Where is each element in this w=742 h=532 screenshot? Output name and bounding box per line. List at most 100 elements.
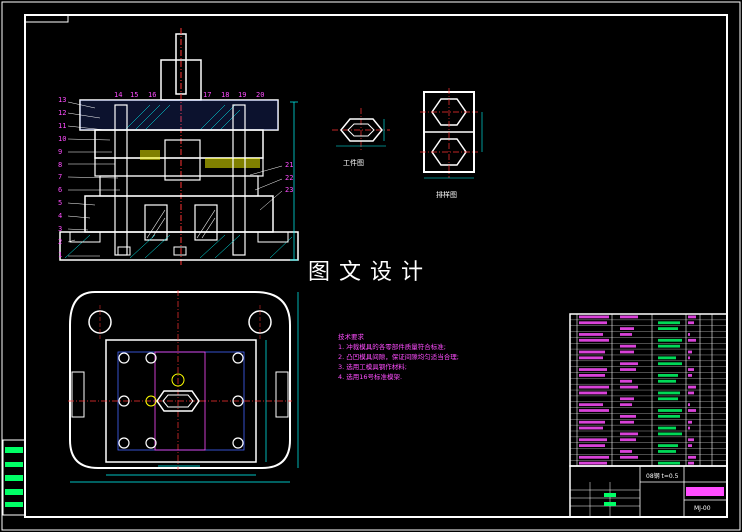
bom-cell-text bbox=[688, 455, 696, 459]
bom-cell-text bbox=[658, 391, 680, 395]
bom-cell-text bbox=[579, 420, 605, 424]
bom-cell-text bbox=[658, 450, 676, 453]
bom-cell-text bbox=[658, 344, 680, 348]
material-spec: 08钢 t=0.5 bbox=[646, 473, 679, 480]
bom-cell-text bbox=[658, 321, 680, 325]
callout-label: 10 bbox=[58, 134, 67, 143]
callout-label: 22 bbox=[285, 173, 294, 182]
drawing-number: MJ-00 bbox=[694, 505, 711, 512]
callout-label: 12 bbox=[58, 108, 67, 117]
notes-item: 1. 冲裁模具的各零部件质量符合标准; bbox=[338, 343, 446, 351]
bom-cell-text bbox=[620, 438, 636, 442]
bom-cell-text bbox=[688, 374, 692, 377]
bom-cell-text bbox=[620, 403, 632, 407]
bom-cell-text bbox=[579, 444, 605, 447]
technical-notes: 技术要求 1. 冲裁模具的各零部件质量符合标准; 2. 凸凹模具间隙，保证间隙均… bbox=[338, 332, 459, 382]
callout-label: 19 bbox=[238, 91, 247, 99]
bom-cell-text bbox=[688, 391, 694, 395]
bom-cell-text bbox=[688, 403, 690, 407]
bom-cell-text bbox=[688, 438, 694, 442]
bom-cell-text bbox=[620, 350, 634, 354]
bom-cell-text bbox=[620, 385, 638, 389]
callout-label: 18 bbox=[221, 91, 230, 99]
bom-cell-text bbox=[579, 333, 603, 336]
notes-item: 3. 选用工模具钢作材料; bbox=[338, 363, 407, 371]
bom-cell-text bbox=[688, 409, 696, 412]
callout-label: 21 bbox=[285, 161, 294, 169]
bom-cell-text bbox=[688, 315, 696, 319]
bom-cell-text bbox=[579, 338, 609, 342]
bom-cell-text bbox=[579, 350, 605, 354]
bom-cell-text bbox=[658, 362, 682, 366]
callout-label: 5 bbox=[58, 199, 63, 208]
bom-cell-text bbox=[688, 420, 692, 424]
callout-label: 13 bbox=[58, 96, 67, 104]
bom-cell-text bbox=[579, 368, 607, 371]
callout-label: 17 bbox=[203, 91, 212, 99]
bom-cell-text bbox=[658, 374, 678, 377]
bom-cell-text bbox=[579, 455, 609, 459]
callout-label: 2 bbox=[58, 237, 63, 246]
notes-item: 2. 凸凹模具间隙，保证间隙均匀适当合理; bbox=[338, 353, 459, 361]
part-view-label: 工件图 bbox=[343, 159, 364, 167]
bom-cell-text bbox=[620, 450, 632, 453]
callout-label: 16 bbox=[148, 91, 157, 99]
bom-cell-text bbox=[658, 327, 678, 330]
bom-cell-text bbox=[620, 315, 638, 319]
callout-label: 20 bbox=[256, 91, 265, 99]
callout-label: 7 bbox=[58, 173, 63, 182]
bom-cell-text bbox=[658, 444, 678, 447]
bom-cell-text bbox=[658, 426, 676, 430]
bom-cell-text bbox=[658, 397, 678, 401]
bom-cell-text bbox=[658, 356, 676, 360]
section-view bbox=[59, 28, 299, 265]
bom-cell-text bbox=[579, 385, 609, 389]
bom-cell-text bbox=[688, 338, 696, 342]
bom-cell-text bbox=[620, 333, 632, 336]
bom-cell-text bbox=[579, 426, 603, 430]
bom-cell-text bbox=[658, 461, 680, 465]
bom-cell-text bbox=[658, 338, 682, 342]
strip-layout-view bbox=[420, 88, 483, 179]
callout-label: 9 bbox=[58, 147, 63, 156]
bom-cell-text bbox=[658, 409, 682, 412]
bom-cell-text bbox=[688, 461, 694, 465]
bom-cell-text bbox=[688, 356, 690, 360]
bom-cell-text bbox=[579, 374, 605, 377]
bom-cell-text bbox=[579, 356, 603, 360]
layout-view-label: 排样图 bbox=[436, 191, 457, 199]
callout-label: 1 bbox=[58, 250, 63, 259]
bom-cell-text bbox=[658, 379, 676, 383]
callout-label: 3 bbox=[58, 225, 63, 233]
bom-cell-text bbox=[620, 362, 638, 366]
bom-cell-text bbox=[620, 379, 632, 383]
bom-cell-text bbox=[620, 344, 636, 348]
callout-label: 15 bbox=[130, 91, 139, 99]
bom-cell-text bbox=[620, 397, 634, 401]
callout-label: 11 bbox=[58, 121, 67, 130]
bom-cell-text bbox=[579, 438, 607, 442]
bom-cell-text bbox=[658, 432, 682, 436]
notes-item: 4. 选用16号标准模架. bbox=[338, 373, 403, 381]
bom-cell-text bbox=[579, 391, 607, 395]
callout-label: 6 bbox=[58, 186, 63, 195]
bom-cell-text bbox=[688, 368, 694, 371]
bom-cell-text bbox=[579, 321, 607, 325]
bom-cell-text bbox=[579, 403, 603, 407]
watermark: 图文设计 bbox=[308, 260, 433, 285]
inner-frame bbox=[24, 14, 728, 518]
bom-cell-text bbox=[620, 432, 638, 436]
bom-cell-text bbox=[579, 409, 609, 412]
bom-cell-text bbox=[688, 426, 690, 430]
callout-label: 23 bbox=[285, 186, 294, 194]
bom-cell-text bbox=[688, 385, 696, 389]
bom-cell-text bbox=[579, 315, 609, 319]
bom-cell-text bbox=[688, 333, 690, 336]
binding-strip bbox=[2, 439, 26, 516]
bom-cell-text bbox=[620, 420, 634, 424]
callout-label: 4 bbox=[58, 212, 63, 221]
bom-cell-text bbox=[658, 414, 680, 418]
notes-heading: 技术要求 bbox=[338, 333, 364, 341]
